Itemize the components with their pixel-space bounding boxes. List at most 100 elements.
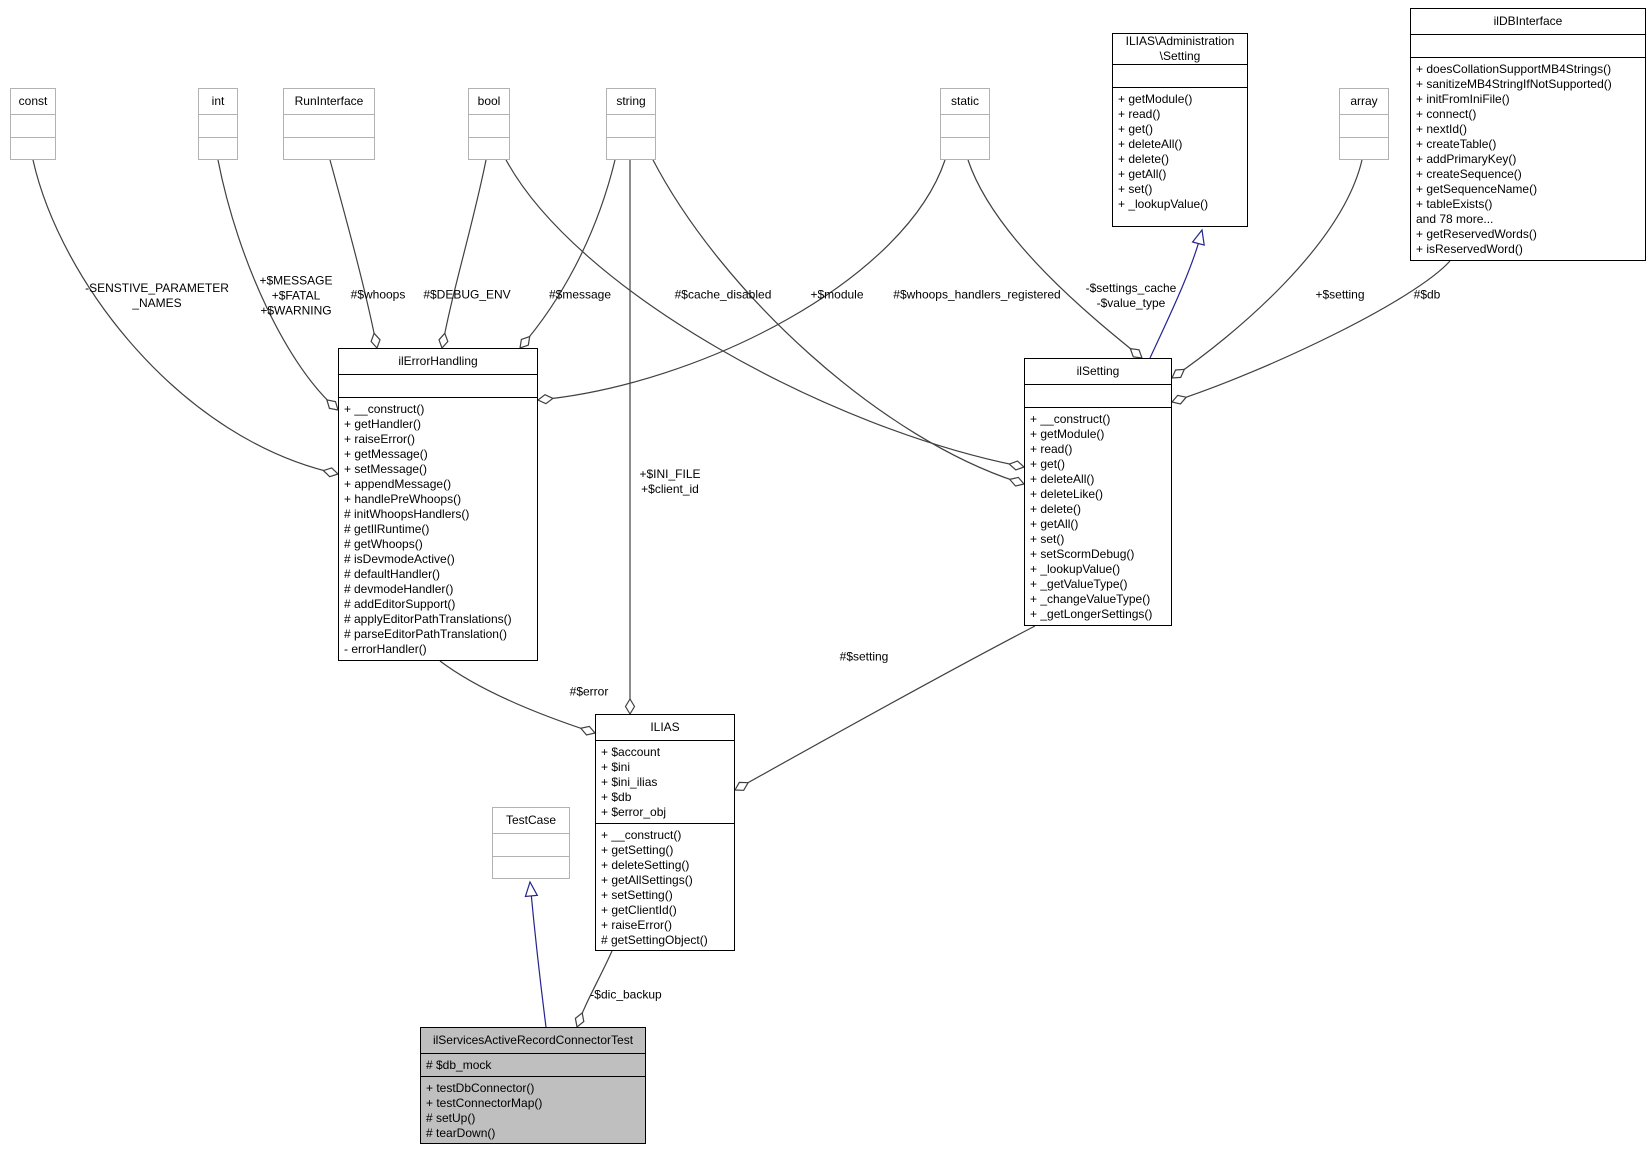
inheritance-arrowhead <box>1191 228 1205 246</box>
methods-compartment: + testDbConnector()+ testConnectorMap()#… <box>421 1077 645 1144</box>
methods-compartment <box>11 138 55 160</box>
member: + $ini <box>601 760 631 774</box>
member: + appendMessage() <box>344 477 452 491</box>
edge <box>217 159 339 411</box>
member: + getHandler() <box>344 417 422 431</box>
edge <box>529 881 547 1028</box>
member: + read() <box>1118 107 1161 121</box>
attributes-compartment <box>11 115 55 138</box>
member: + _lookupValue() <box>1118 197 1209 211</box>
member: + $account <box>601 745 661 759</box>
member: + testDbConnector() <box>426 1081 535 1095</box>
aggregation-diamond <box>519 335 531 349</box>
member: + createTable() <box>1416 137 1497 151</box>
member: + getSequenceName() <box>1416 182 1538 196</box>
edge-label-whoops: #$whoops <box>350 287 406 302</box>
member: + raiseError() <box>344 432 416 446</box>
member: + read() <box>1030 442 1073 456</box>
class-title: TestCase <box>493 808 569 834</box>
member: # $db_mock <box>426 1058 492 1072</box>
class-ilservicesactiverecordconnectortest[interactable]: ilServicesActiveRecordConnectorTest# $db… <box>420 1027 646 1144</box>
member: + getMessage() <box>344 447 428 461</box>
member: # defaultHandler() <box>344 567 441 581</box>
class-title: ilErrorHandling <box>339 349 537 375</box>
class-static: static <box>940 88 990 160</box>
methods-compartment <box>284 138 374 160</box>
class-title: bool <box>469 89 509 115</box>
class-title: RunInterface <box>284 89 374 115</box>
methods-compartment <box>199 138 237 160</box>
edge-label-debug-env: #$DEBUG_ENV <box>423 287 511 302</box>
member: + __construct() <box>344 402 425 416</box>
class-ilias-administration-setting[interactable]: ILIAS\Administration \Setting+ getModule… <box>1112 33 1248 227</box>
edge-label-ini-file-client-id: +$INI_FILE +$client_id <box>639 467 701 496</box>
methods-compartment <box>1340 138 1388 160</box>
member: + getAll() <box>1030 517 1079 531</box>
attributes-compartment <box>1411 35 1645 58</box>
member: # parseEditorPathTranslation() <box>344 627 507 641</box>
aggregation-diamond <box>733 781 750 791</box>
aggregation-diamond <box>1170 394 1188 405</box>
member: + getModule() <box>1118 92 1193 106</box>
aggregation-diamond <box>536 394 555 405</box>
member: + raiseError() <box>601 918 673 932</box>
edge <box>651 157 1025 485</box>
edge <box>967 159 1143 359</box>
member: + __construct() <box>1030 412 1111 426</box>
edge <box>519 159 616 349</box>
edge-label-cache-disabled: #$cache_disabled <box>674 287 772 302</box>
edge-label-message-fatal-warning: +$MESSAGE +$FATAL +$WARNING <box>259 273 333 318</box>
member: + get() <box>1030 457 1066 471</box>
edge-label-sensitive-parameter-names: -SENSTIVE_PARAMETER _NAMES <box>85 281 229 310</box>
edge <box>537 159 946 401</box>
methods-compartment <box>469 138 509 160</box>
methods-compartment <box>941 138 989 160</box>
class-ildbinterface[interactable]: ilDBInterface + doesCollationSupportMB4St… <box>1410 8 1646 261</box>
class-title: ilDBInterface <box>1411 9 1645 35</box>
member: + set() <box>1030 532 1065 546</box>
class-title: int <box>199 89 237 115</box>
member: + getReservedWords() <box>1416 227 1537 241</box>
aggregation-diamond <box>579 725 597 736</box>
class-testcase: TestCase <box>492 807 570 879</box>
member: + $error_obj <box>601 805 667 819</box>
methods-compartment: + __construct()+ getSetting()+ deleteSet… <box>596 824 734 951</box>
member: + getModule() <box>1030 427 1105 441</box>
member: + __construct() <box>601 828 682 842</box>
attributes-compartment <box>1340 115 1388 138</box>
attributes-compartment <box>941 115 989 138</box>
member: + deleteSetting() <box>601 858 690 872</box>
class-title: static <box>941 89 989 115</box>
edge-label-message: #$message <box>548 287 612 302</box>
member: + get() <box>1118 122 1154 136</box>
attributes-compartment <box>284 115 374 138</box>
member: + createSequence() <box>1416 167 1522 181</box>
member: + tableExists() <box>1416 197 1493 211</box>
class-ilerrorhandling[interactable]: ilErrorHandling + __construct()+ getHandl… <box>338 348 538 661</box>
member: + getSetting() <box>601 843 674 857</box>
methods-compartment <box>607 138 655 160</box>
member: # initWhoopsHandlers() <box>344 507 470 521</box>
member: + isReservedWord() <box>1416 242 1523 256</box>
methods-compartment: + doesCollationSupportMB4Strings()+ sani… <box>1411 58 1645 260</box>
edge-label-db: #$db <box>1413 287 1441 302</box>
member: + setSetting() <box>601 888 673 902</box>
member: # devmodeHandler() <box>344 582 454 596</box>
methods-compartment: + getModule()+ read()+ get()+ deleteAll(… <box>1113 88 1247 226</box>
edge <box>1171 159 1363 379</box>
member: + nextId() <box>1416 122 1468 136</box>
member: + handlePreWhoops() <box>344 492 462 506</box>
edge <box>441 159 487 349</box>
member: # getSettingObject() <box>601 933 708 947</box>
edge <box>504 157 1025 468</box>
member: + $ini_ilias <box>601 775 658 789</box>
class-title: ILIAS <box>596 715 734 741</box>
edge <box>1171 260 1451 403</box>
edge-label-error: #$error <box>569 684 609 699</box>
inheritance-arrowhead <box>524 880 539 898</box>
class-ilias[interactable]: ILIAS+ $account+ $ini+ $ini_ilias+ $db+ … <box>595 714 735 951</box>
member: + getClientId() <box>601 903 677 917</box>
class-ilsetting[interactable]: ilSetting+ __construct()+ getModule()+ r… <box>1024 358 1172 626</box>
member: + testConnectorMap() <box>426 1096 543 1110</box>
